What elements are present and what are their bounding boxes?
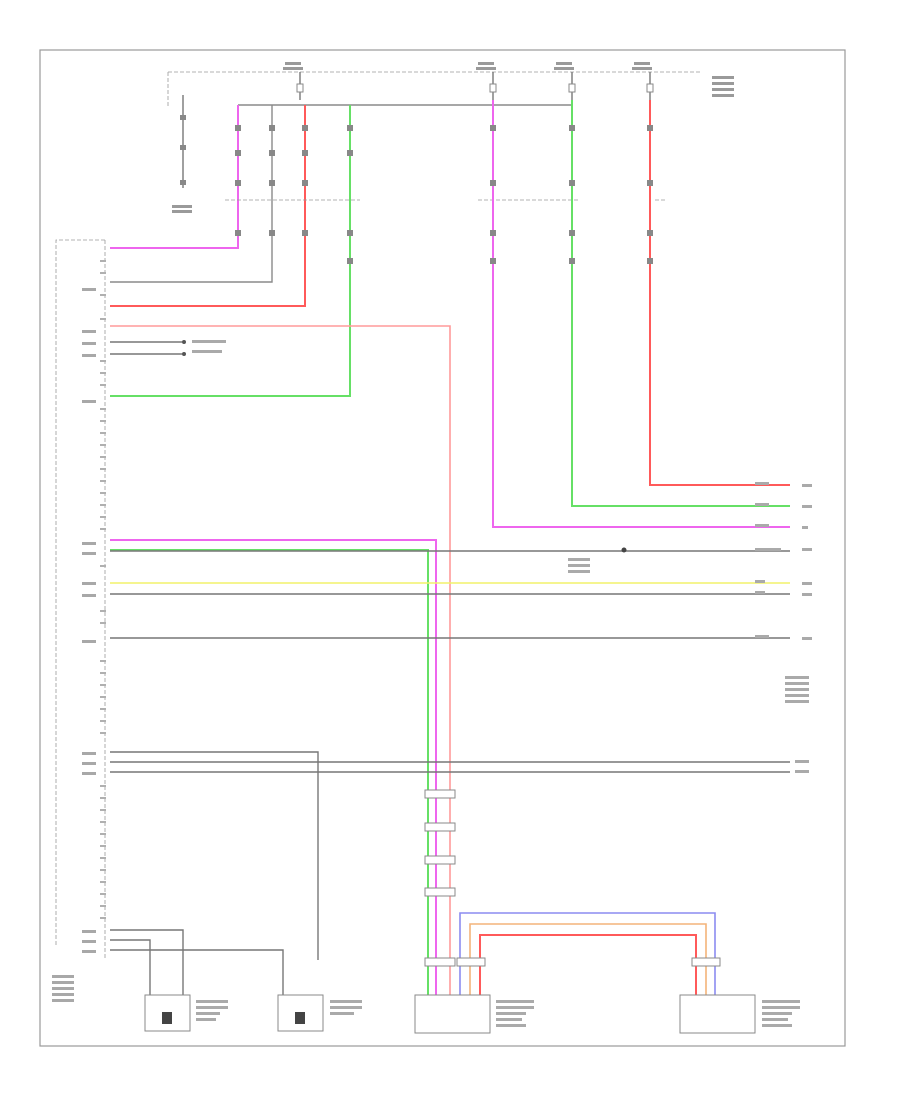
wire-dark-left-2 <box>110 939 151 995</box>
connector-icon <box>424 789 456 967</box>
fuse-labels <box>283 62 734 97</box>
wire-dark-left-3 <box>110 949 284 995</box>
ecu-pin-ticks <box>100 260 106 919</box>
sensor-labels <box>496 1000 800 1027</box>
wire-lightred-long <box>110 325 451 995</box>
wire-dark-left <box>110 929 184 995</box>
diagram-frame <box>39 49 846 1047</box>
wire-green-3 <box>110 549 429 995</box>
wire-pink-3 <box>110 539 437 995</box>
seat-switch-right-inner <box>295 1012 305 1024</box>
connector-icon <box>456 957 721 967</box>
ecu-pin-labels <box>52 288 96 1002</box>
wire-blue-1 <box>459 912 716 995</box>
fuse-icon <box>296 72 654 100</box>
wire-red-2 <box>649 100 790 486</box>
wire-green-1 <box>110 105 351 397</box>
seat-switch-left-inner <box>162 1012 172 1024</box>
wire-red-3 <box>479 934 697 995</box>
wire-green-2 <box>571 100 790 507</box>
right-wire-labels <box>755 482 812 703</box>
ecu-left-bracket <box>55 239 105 945</box>
wire-pink-1 <box>110 105 239 249</box>
front-sensor-right <box>679 994 756 1034</box>
connector-icon <box>235 125 353 264</box>
wire-gray-5 <box>110 751 319 960</box>
switch-labels <box>196 1000 362 1021</box>
front-sensor-left <box>414 994 491 1034</box>
wire-red-1 <box>110 105 306 307</box>
connector-icon <box>490 125 653 264</box>
wire-gray-1 <box>110 105 273 283</box>
ground-symbol-icon <box>172 95 192 213</box>
wire-pink-2 <box>492 100 790 528</box>
